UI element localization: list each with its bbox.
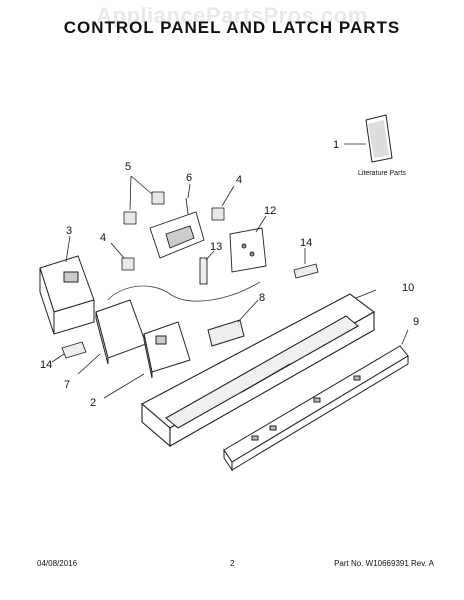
- callout-6: 6: [186, 172, 192, 184]
- leader-line: [205, 250, 215, 261]
- callout-2: 2: [90, 397, 96, 409]
- literature-booklet: [365, 114, 393, 163]
- leader-line: [103, 373, 145, 399]
- callout-12: 13: [210, 241, 222, 253]
- leader-line: [187, 183, 191, 199]
- callout-3: 3: [66, 225, 72, 237]
- leader-line: [255, 215, 267, 233]
- sensor-rod: [199, 257, 208, 285]
- main-control-board: [143, 321, 191, 379]
- footer-date: 04/08/2016: [37, 559, 78, 568]
- literature-parts-label: Literature Parts: [358, 170, 406, 177]
- leader-line: [237, 299, 259, 323]
- leader-line: [51, 353, 65, 363]
- footer-page-number: 2: [230, 559, 235, 568]
- callout-10: 10: [402, 282, 414, 294]
- watermark-text: AppliancePartsPros.com: [96, 3, 368, 28]
- callout-8: 8: [259, 292, 265, 304]
- callout-1: 1: [333, 139, 339, 151]
- leader-line: [130, 175, 153, 195]
- handle-insert: [207, 319, 245, 347]
- overlay-panel: [223, 345, 409, 472]
- callout-14: 14: [40, 359, 52, 371]
- latch-bracket: [149, 197, 205, 259]
- leader-line: [77, 353, 101, 375]
- leader-line: [65, 235, 71, 263]
- callout-4-top: 4: [236, 174, 242, 186]
- control-board: [95, 299, 147, 365]
- user-interface-board: [229, 227, 267, 273]
- control-console: [141, 293, 376, 448]
- page-title: CONTROL PANEL AND LATCH PARTS: [63, 18, 401, 37]
- control-module: [39, 255, 95, 335]
- leader-line: [221, 185, 235, 207]
- footer-part-number: Part No. W10669391 Rev. A: [334, 559, 434, 568]
- leader-line: [355, 289, 377, 299]
- switch-part: [121, 191, 225, 271]
- wire-harness: [107, 281, 261, 302]
- callout-11: 12: [264, 205, 276, 217]
- small-bracket: [61, 341, 87, 359]
- callout-9: 9: [413, 316, 419, 328]
- callout-5: 5: [125, 161, 131, 173]
- callout-7: 7: [64, 379, 70, 391]
- leader-line: [129, 175, 132, 211]
- connector-part: [293, 263, 319, 279]
- callout-4-left: 4: [100, 232, 106, 244]
- callout-13: 14: [300, 237, 312, 249]
- leader-line: [401, 329, 409, 345]
- leader-line: [110, 242, 125, 259]
